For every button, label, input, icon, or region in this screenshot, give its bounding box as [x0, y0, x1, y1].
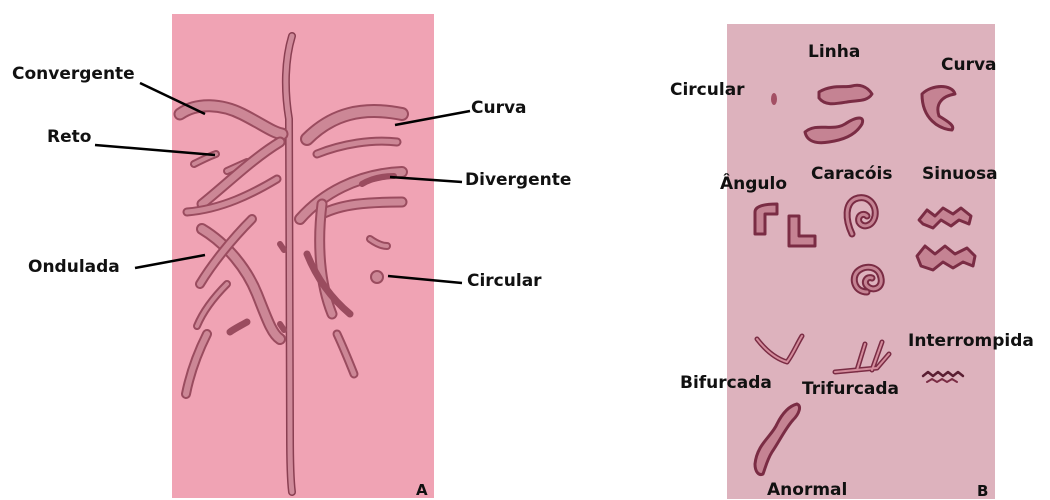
label-interrompida: Interrompida — [908, 333, 1034, 350]
label-divergente: Divergente — [465, 172, 571, 189]
label-sinuosa: Sinuosa — [922, 166, 998, 183]
label-anormal: Anormal — [767, 482, 847, 499]
label-circular-b: Circular — [670, 82, 745, 99]
label-reto: Reto — [47, 129, 91, 146]
leader-circular — [388, 276, 462, 283]
label-bifurcada: Bifurcada — [680, 375, 772, 392]
label-linha: Linha — [808, 44, 860, 61]
leader-ondulada — [135, 255, 205, 268]
leader-convergente — [140, 83, 205, 114]
label-ondulada: Ondulada — [28, 259, 120, 276]
label-caracois: Caracóis — [811, 166, 893, 183]
leader-reto — [95, 145, 215, 155]
leader-curva — [395, 111, 470, 125]
label-convergente: Convergente — [12, 66, 135, 83]
label-curva-a: Curva — [471, 100, 527, 117]
label-trifurcada: Trifurcada — [802, 381, 899, 398]
label-angulo: Ângulo — [720, 176, 787, 193]
label-curva-b: Curva — [941, 57, 997, 74]
label-circular-a: Circular — [467, 273, 542, 290]
leader-divergente — [390, 177, 462, 182]
